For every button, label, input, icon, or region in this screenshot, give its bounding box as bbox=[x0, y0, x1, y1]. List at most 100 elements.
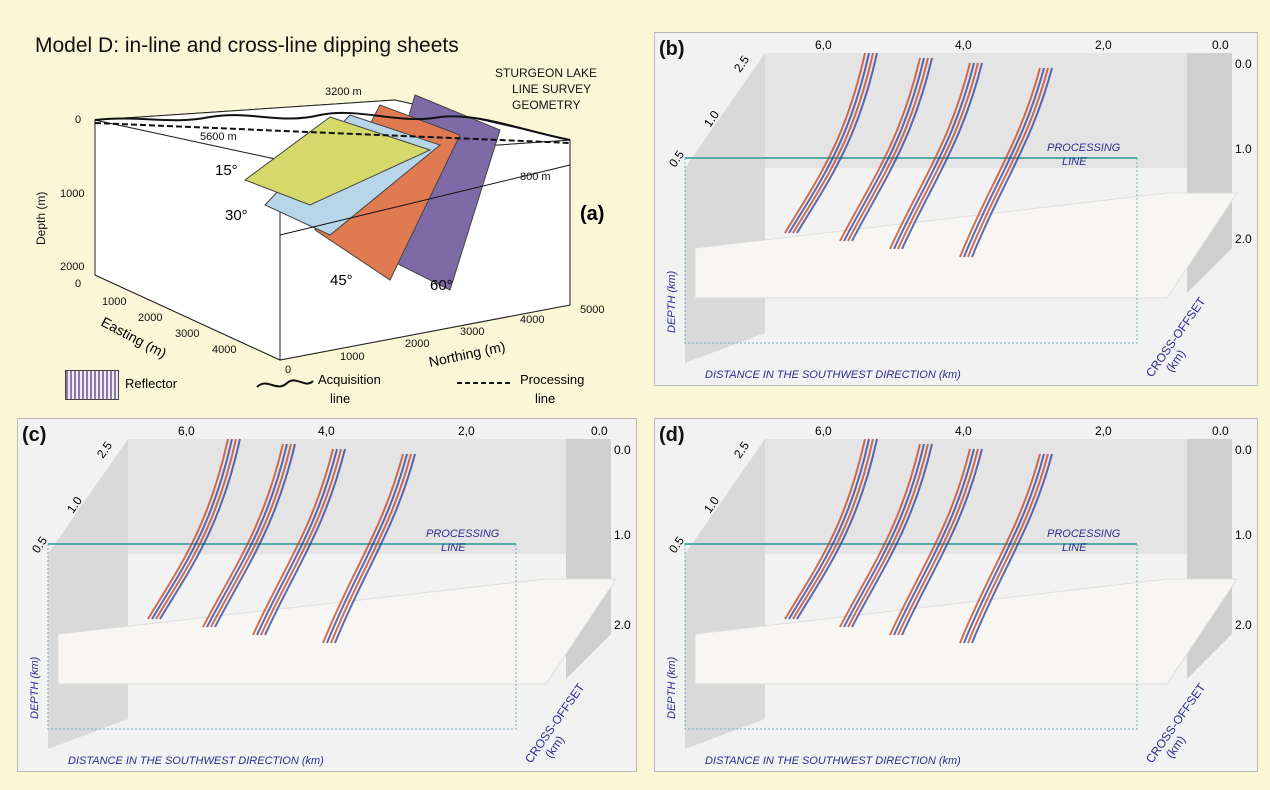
right-tick: 0.0 bbox=[1235, 57, 1252, 71]
right-tick: 2.0 bbox=[614, 618, 631, 632]
reflector-event bbox=[202, 443, 284, 628]
distance-axis-label: DISTANCE IN THE SOUTHWEST DIRECTION (km) bbox=[68, 755, 324, 767]
processing-label-1: PROCESSING bbox=[426, 528, 500, 540]
panel-label: (d) bbox=[659, 424, 685, 446]
dip-60: 60° bbox=[430, 277, 453, 294]
reflector-event bbox=[851, 443, 933, 628]
top-tick: 0.0 bbox=[1212, 38, 1229, 52]
top-tick: 4,0 bbox=[318, 424, 335, 438]
reflector-event bbox=[796, 52, 878, 234]
left-tick: 0.5 bbox=[666, 148, 687, 170]
reflector-event bbox=[792, 438, 874, 620]
distance-axis-label: DISTANCE IN THE SOUTHWEST DIRECTION (km) bbox=[705, 369, 961, 381]
panel-a-diagram: STURGEON LAKE LINE SURVEY GEOMETRY 5600 … bbox=[34, 66, 604, 376]
depth-axis-label: Depth (m) bbox=[34, 192, 48, 245]
reflector-event bbox=[971, 67, 1053, 258]
reflector-event bbox=[959, 453, 1041, 644]
right-tick: 1.0 bbox=[1235, 142, 1252, 156]
depth-axis-label: DEPTH (km) bbox=[666, 656, 678, 719]
back-wall bbox=[685, 439, 1187, 554]
annotation-800: 800 m bbox=[520, 171, 551, 183]
depth-slice bbox=[694, 192, 1238, 299]
reflector-event bbox=[147, 438, 229, 620]
annotation-5600: 5600 m bbox=[200, 131, 237, 143]
acquisition-line bbox=[94, 111, 571, 141]
survey-text-1: STURGEON LAKE bbox=[495, 66, 597, 80]
reflector-event bbox=[889, 448, 971, 636]
top-tick: 6,0 bbox=[178, 424, 195, 438]
reflector-event bbox=[847, 57, 929, 242]
top-tick: 2,0 bbox=[458, 424, 475, 438]
left-tick: 2.5 bbox=[731, 53, 752, 75]
processing-label-1: PROCESSING bbox=[1047, 142, 1121, 154]
reflector-event bbox=[851, 57, 933, 242]
northing-tick-5: 5000 bbox=[580, 304, 604, 316]
reflector-event bbox=[788, 438, 870, 620]
legend-acquisition-2: line bbox=[330, 391, 351, 406]
depth-slice bbox=[57, 578, 617, 685]
reflector-event bbox=[967, 453, 1049, 644]
depth-tick-1: 1000 bbox=[60, 188, 84, 200]
easting-tick-0: 0 bbox=[75, 278, 81, 290]
annotation-3200: 3200 m bbox=[325, 86, 362, 98]
distance-axis-label: DISTANCE IN THE SOUTHWEST DIRECTION (km) bbox=[705, 755, 961, 767]
reflector-event bbox=[330, 453, 412, 644]
processing-label-2: LINE bbox=[441, 542, 466, 554]
depth-tick-2: 2000 bbox=[60, 261, 84, 273]
left-tick: 0.5 bbox=[666, 534, 687, 556]
depth-axis-label: DEPTH (km) bbox=[29, 656, 41, 719]
reflector-event bbox=[214, 443, 296, 628]
reflector-event bbox=[792, 52, 874, 234]
left-wall bbox=[48, 439, 128, 749]
top-tick: 6,0 bbox=[815, 424, 832, 438]
reflector-event bbox=[252, 448, 334, 636]
easting-tick-2: 2000 bbox=[138, 312, 162, 324]
right-tick: 2.0 bbox=[1235, 618, 1252, 632]
reflector-event bbox=[971, 453, 1053, 644]
northing-tick-4: 4000 bbox=[520, 314, 544, 326]
processing-label-2: LINE bbox=[1062, 542, 1087, 554]
back-wall bbox=[48, 439, 566, 554]
left-wall bbox=[685, 53, 765, 363]
easting-tick-1: 1000 bbox=[102, 296, 126, 308]
acquisition-legend-line bbox=[256, 379, 314, 388]
panel-a-label: (a) bbox=[580, 203, 604, 225]
top-tick: 6,0 bbox=[815, 38, 832, 52]
top-tick: 0.0 bbox=[591, 424, 608, 438]
easting-tick-3: 3000 bbox=[175, 328, 199, 340]
left-tick: 2.5 bbox=[731, 439, 752, 461]
dip-30: 30° bbox=[225, 207, 248, 224]
legend-processing-2: line bbox=[535, 391, 556, 406]
reflector-event bbox=[784, 438, 866, 620]
reflector-event bbox=[788, 52, 870, 234]
northing-axis-label: Northing (m) bbox=[427, 338, 506, 370]
northing-tick-3: 3000 bbox=[460, 326, 484, 338]
reflector-event bbox=[796, 438, 878, 620]
reflector-event bbox=[839, 443, 921, 628]
reflector-15 bbox=[243, 116, 432, 206]
legend-processing-1: Processing bbox=[520, 372, 585, 387]
top-tick: 4,0 bbox=[955, 424, 972, 438]
right-tick: 1.0 bbox=[614, 528, 631, 542]
reflector-event bbox=[959, 67, 1041, 258]
reflector-event bbox=[901, 62, 983, 250]
reflector-event bbox=[897, 62, 979, 250]
reflector-event bbox=[334, 453, 416, 644]
reflector-event bbox=[843, 57, 925, 242]
reflector-event bbox=[967, 67, 1049, 258]
reflector-event bbox=[839, 57, 921, 242]
northing-tick-1: 1000 bbox=[340, 351, 364, 363]
panel-label: (c) bbox=[22, 424, 46, 446]
easting-tick-4: 4000 bbox=[212, 344, 236, 356]
reflector-event bbox=[155, 438, 237, 620]
reflector-event bbox=[260, 448, 342, 636]
processing-line-a bbox=[94, 122, 571, 144]
reflector-event bbox=[893, 62, 975, 250]
reflector-event bbox=[206, 443, 288, 628]
reflector-event bbox=[963, 453, 1045, 644]
left-tick: 0.5 bbox=[29, 534, 50, 556]
panel-label: (b) bbox=[659, 38, 685, 60]
